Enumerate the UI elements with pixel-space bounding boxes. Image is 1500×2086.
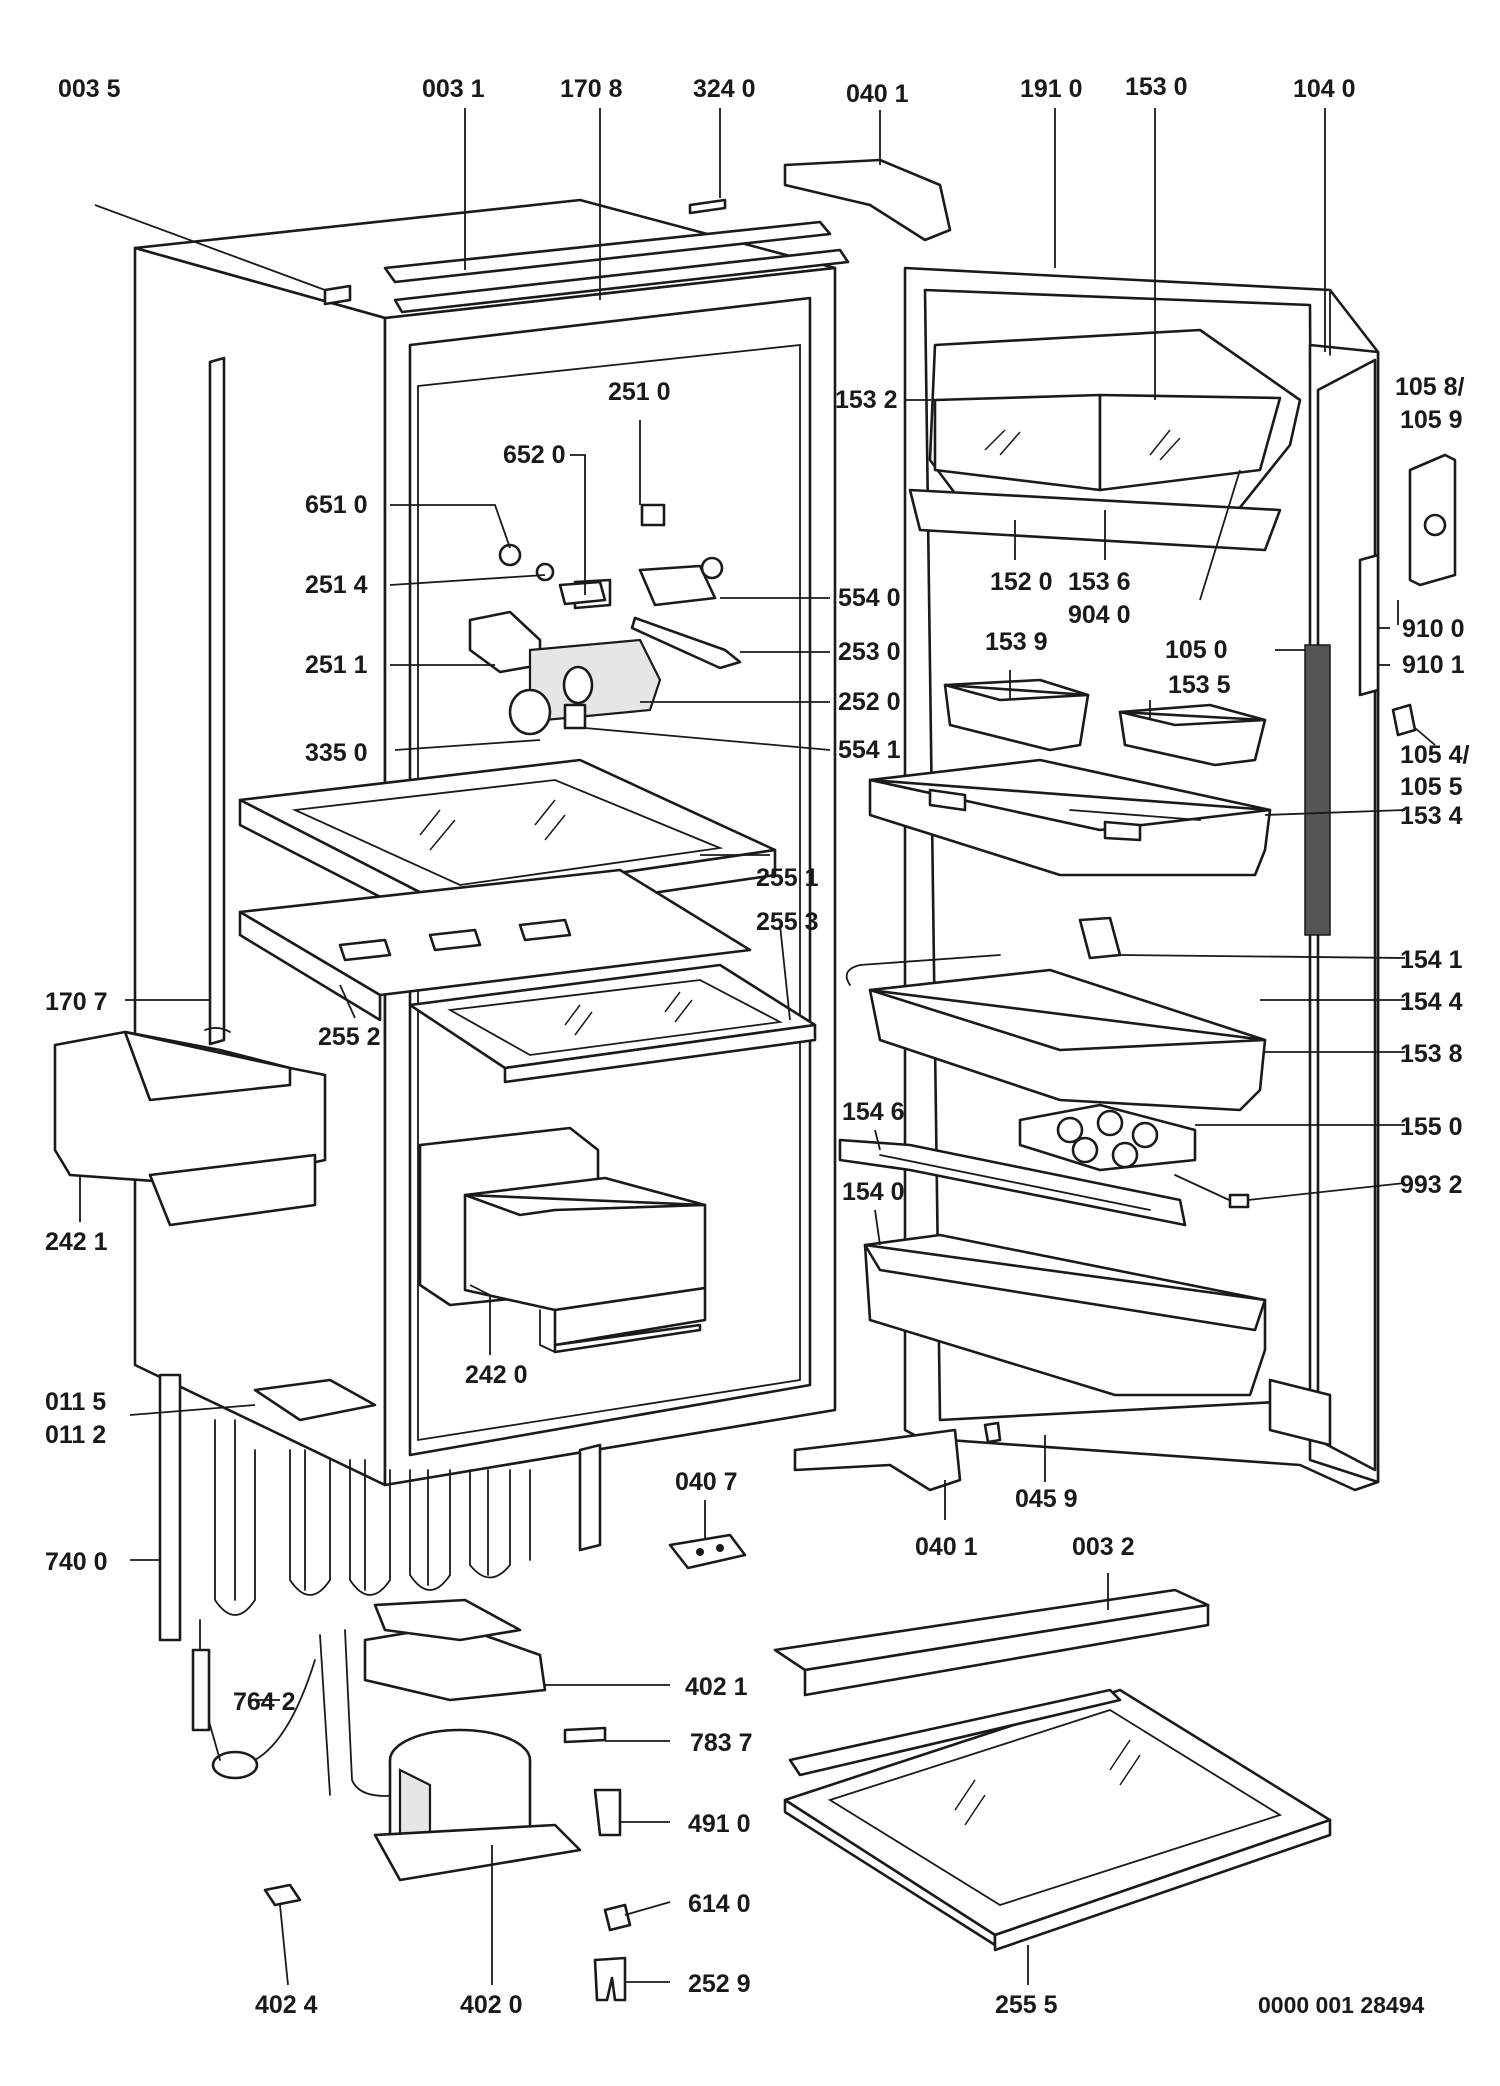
label-910-0: 910 0 xyxy=(1402,615,1465,643)
label-910-1: 910 1 xyxy=(1402,651,1465,679)
label-335-0: 335 0 xyxy=(305,739,368,767)
label-105-5: 105 5 xyxy=(1400,773,1463,801)
label-003-5: 003 5 xyxy=(58,75,121,103)
label-105-4: 105 4/ xyxy=(1400,741,1470,769)
label-153-0: 153 0 xyxy=(1125,73,1188,101)
label-003-2: 003 2 xyxy=(1072,1533,1135,1561)
label-155-0: 155 0 xyxy=(1400,1113,1463,1141)
door-shelf-153-4 xyxy=(868,758,1272,877)
lamp-housing-assembly xyxy=(468,503,742,736)
label-040-1-bottom: 040 1 xyxy=(915,1533,978,1561)
label-614-0: 614 0 xyxy=(688,1890,751,1918)
label-764-2: 764 2 xyxy=(233,1688,296,1716)
label-105-9: 105 9 xyxy=(1400,406,1463,434)
label-153-9: 153 9 xyxy=(985,628,1048,656)
label-242-0: 242 0 xyxy=(465,1361,528,1389)
label-104-0: 104 0 xyxy=(1293,75,1356,103)
label-154-0: 154 0 xyxy=(842,1178,905,1206)
door-small-boxes xyxy=(943,678,1267,767)
document-number: 0000 001 28494 xyxy=(1258,1992,1424,2018)
label-011-5: 011 5 xyxy=(45,1388,106,1416)
label-153-6: 153 6 xyxy=(1068,568,1131,596)
label-904-0: 904 0 xyxy=(1068,601,1131,629)
glass-shelf-255-3 xyxy=(238,868,817,1084)
label-251-4: 251 4 xyxy=(305,571,368,599)
label-255-3: 255 3 xyxy=(756,908,819,936)
label-191-0: 191 0 xyxy=(1020,75,1083,103)
label-153-2: 153 2 xyxy=(835,386,898,414)
label-255-5: 255 5 xyxy=(995,1991,1058,2019)
label-153-5: 153 5 xyxy=(1168,671,1231,699)
label-040-7: 040 7 xyxy=(675,1468,738,1496)
door-shelves-middle xyxy=(838,916,1267,1227)
label-011-2: 011 2 xyxy=(45,1421,106,1449)
label-170-7: 170 7 xyxy=(45,988,108,1016)
label-402-1: 402 1 xyxy=(685,1673,748,1701)
label-255-1: 255 1 xyxy=(756,864,819,892)
condenser-coil xyxy=(158,1373,602,1642)
part-number-labels: 003 5 003 1 170 8 324 0 040 1 191 0 153 … xyxy=(45,73,1470,2019)
label-554-0: 554 0 xyxy=(838,584,901,612)
label-105-8: 105 8/ xyxy=(1395,373,1465,401)
glass-shelf-255-5 xyxy=(783,1688,1332,1952)
label-152-0: 152 0 xyxy=(990,568,1053,596)
label-324-0: 324 0 xyxy=(693,75,756,103)
label-154-4: 154 4 xyxy=(1400,988,1463,1016)
label-170-8: 170 8 xyxy=(560,75,623,103)
label-783-7: 783 7 xyxy=(690,1729,753,1757)
label-154-6: 154 6 xyxy=(842,1098,905,1126)
label-491-0: 491 0 xyxy=(688,1810,751,1838)
label-003-1: 003 1 xyxy=(422,75,485,103)
label-154-1: 154 1 xyxy=(1400,946,1463,974)
label-251-0: 251 0 xyxy=(608,378,671,406)
label-153-8: 153 8 xyxy=(1400,1040,1463,1068)
label-251-1: 251 1 xyxy=(305,651,368,679)
label-993-2: 993 2 xyxy=(1400,1171,1463,1199)
compressor-assembly xyxy=(191,1598,632,2002)
label-242-1: 242 1 xyxy=(45,1228,108,1256)
label-402-0: 402 0 xyxy=(460,1991,523,2019)
label-153-4: 153 4 xyxy=(1400,802,1463,830)
door-butter-compartment xyxy=(908,328,1302,552)
label-040-1-top: 040 1 xyxy=(846,80,909,108)
crisper-drawers xyxy=(53,1030,707,1354)
label-253-0: 253 0 xyxy=(838,638,901,666)
label-402-4: 402 4 xyxy=(255,1991,318,2019)
label-652-0: 652 0 xyxy=(503,441,566,469)
label-740-0: 740 0 xyxy=(45,1548,108,1576)
label-105-0: 105 0 xyxy=(1165,636,1228,664)
door-bottle-shelf-154-0 xyxy=(863,1233,1267,1397)
bottom-cover-003-2 xyxy=(773,1588,1210,1697)
label-651-0: 651 0 xyxy=(305,491,368,519)
label-255-2: 255 2 xyxy=(318,1023,381,1051)
label-252-0: 252 0 xyxy=(838,688,901,716)
label-554-1: 554 1 xyxy=(838,736,901,764)
label-252-9: 252 9 xyxy=(688,1970,751,1998)
leader-lines xyxy=(79,108,1436,1986)
door-hinge-parts xyxy=(253,158,1457,1570)
label-045-9: 045 9 xyxy=(1015,1485,1078,1513)
